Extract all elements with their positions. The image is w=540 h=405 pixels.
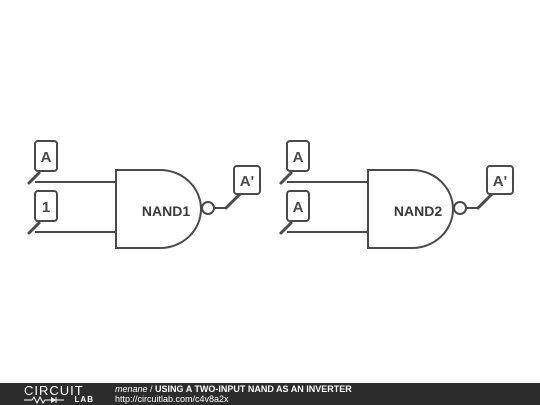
nand2-gate-label: NAND2 <box>394 203 442 219</box>
nand1-inversion-bubble <box>201 201 215 215</box>
nand1-output-tag[interactable]: A' <box>224 165 261 210</box>
nand2-input-tag-1[interactable]: A <box>279 140 310 185</box>
nand2-input-tag-2-label: A <box>293 199 304 216</box>
nand1-gate-body[interactable] <box>115 169 202 249</box>
circuit-nand2: A A NAND2 A' <box>279 140 514 249</box>
circuit-schematic: A 1 NAND1 A' A <box>27 140 514 249</box>
schematic-url[interactable]: http://circuitlab.com/c4v8a2x <box>115 394 229 404</box>
nand2-input-tag-1-label: A <box>293 149 304 166</box>
schematic-credit: menane / USING A TWO-INPUT NAND AS AN IN… <box>115 384 352 394</box>
nand1-input-tag-1-label: A <box>41 149 52 166</box>
nand2-gate-body[interactable] <box>367 169 454 249</box>
logo-lab-text: LAB <box>74 395 94 404</box>
nand2-output-tag-label: A' <box>493 173 507 190</box>
logo-resistor-icon <box>24 396 64 404</box>
circuitlab-logo[interactable]: CIRCUIT LAB <box>24 384 94 404</box>
footer-bar: CIRCUIT LAB menane / USING A TWO-INPUT N… <box>0 383 540 405</box>
nand1-input-tag-2[interactable]: 1 <box>27 190 58 235</box>
logo-wordmark: CIRCUIT <box>24 383 84 398</box>
nand1-gate-label: NAND1 <box>142 203 190 219</box>
schematic-title: USING A TWO-INPUT NAND AS AN INVERTER <box>155 384 352 394</box>
nand2-output-tag[interactable]: A' <box>476 165 514 210</box>
nand1-input-tag-1[interactable]: A <box>27 140 58 185</box>
author-name[interactable]: menane <box>115 384 148 394</box>
nand2-input-tag-2[interactable]: A <box>279 190 310 235</box>
credit-separator: / <box>147 384 156 394</box>
circuit-nand1: A 1 NAND1 A' <box>27 140 261 249</box>
nand2-inversion-bubble <box>453 201 467 215</box>
nand1-input-tag-2-label: 1 <box>42 199 50 216</box>
nand1-output-tag-label: A' <box>240 173 254 190</box>
